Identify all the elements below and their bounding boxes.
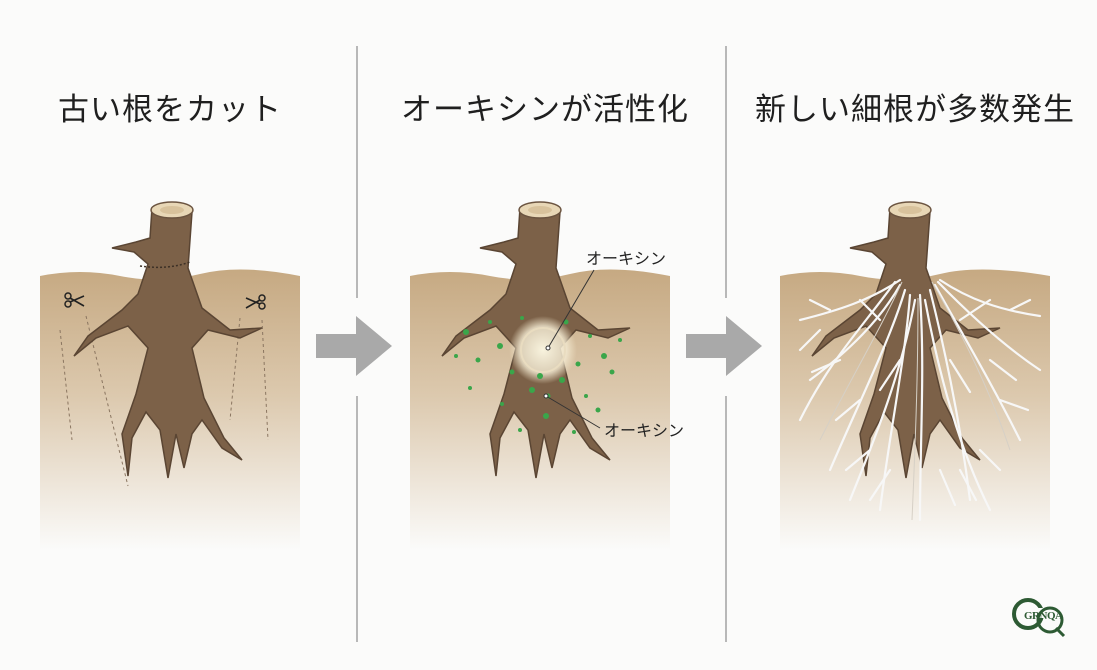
panel-3-title: 新しい細根が多数発生 [755, 92, 1075, 128]
arrow-2 [686, 316, 762, 376]
divider-left-lower [356, 396, 358, 642]
scissors-icon [245, 294, 266, 310]
new-fine-roots-shade [819, 281, 1011, 521]
panel-1-title: 古い根をカット [58, 92, 282, 128]
auxin-glow [509, 316, 577, 384]
panel-2-title: オーキシンが活性化 [401, 92, 689, 128]
auxin-particles [454, 316, 622, 434]
auxin-label-top: オーキシン [586, 249, 666, 268]
panel-3-illustration [780, 201, 1050, 550]
scissors-icon [64, 292, 85, 308]
logo-text: GRNQA [1024, 610, 1063, 622]
divider-right [725, 46, 727, 298]
divider-left [356, 46, 358, 298]
new-fine-roots [798, 278, 1042, 522]
divider-right-lower [725, 396, 727, 642]
panel-1-illustration [40, 201, 300, 550]
auxin-label-bottom: オーキシン [604, 421, 684, 440]
panel-2-illustration: オーキシン オーキシン [410, 201, 684, 550]
arrow-1 [316, 316, 392, 376]
brand-logo: GRNQA [1010, 596, 1068, 640]
